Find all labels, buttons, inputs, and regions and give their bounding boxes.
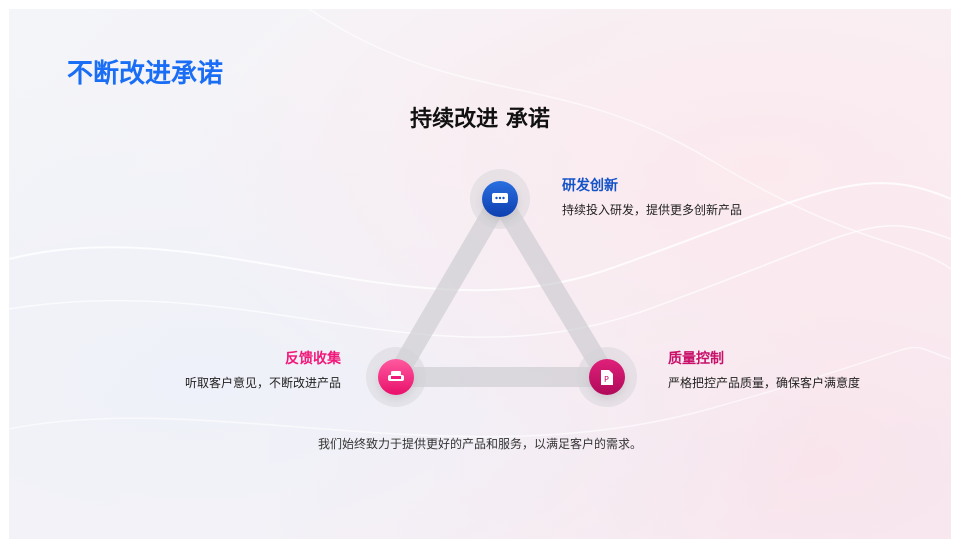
chat-icon bbox=[482, 181, 518, 217]
item-research: 研发创新 持续投入研发，提供更多创新产品 bbox=[562, 175, 742, 218]
svg-text:P: P bbox=[604, 375, 609, 384]
item-heading: 研发创新 bbox=[562, 178, 618, 194]
triangle-connector bbox=[386, 189, 617, 387]
item-heading: 反馈收集 bbox=[285, 351, 341, 367]
item-feedback: 反馈收集 听取客户意见，不断改进产品 bbox=[185, 348, 341, 391]
footer-text: 我们始终致力于提供更好的产品和服务，以满足客户的需求。 bbox=[317, 437, 642, 451]
slide: 不断改进承诺 持续改进 承诺 P 研发创新 持续投入研发，提供更多创新产品 反馈… bbox=[9, 9, 951, 539]
item-quality: 质量控制 严格把控产品质量，确保客户满意度 bbox=[668, 348, 860, 391]
item-desc: 持续投入研发，提供更多创新产品 bbox=[562, 203, 743, 217]
item-desc: 严格把控产品质量，确保客户满意度 bbox=[668, 376, 861, 390]
slide-subtitle: 持续改进 承诺 bbox=[410, 107, 550, 132]
background-waves bbox=[9, 9, 951, 438]
item-heading: 质量控制 bbox=[668, 351, 724, 367]
sofa-icon bbox=[378, 359, 414, 395]
item-desc: 听取客户意见，不断改进产品 bbox=[184, 376, 341, 390]
document-p-icon: P bbox=[589, 359, 625, 395]
slide-title: 不断改进承诺 bbox=[67, 59, 224, 89]
